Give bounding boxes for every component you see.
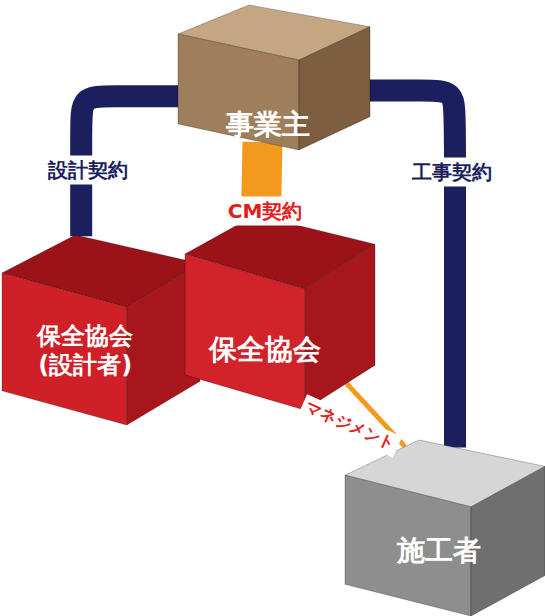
contractor-cube: 施工者 xyxy=(345,440,545,616)
owner-cube: 事業主 xyxy=(178,5,370,150)
cube-shape xyxy=(185,215,375,410)
node-label: 事業主 xyxy=(226,109,310,143)
contract-label: 工事契約 xyxy=(408,158,496,187)
cube-face xyxy=(185,254,305,410)
contract-label: 設計契約 xyxy=(44,156,132,185)
node-label: 施工者 xyxy=(397,534,481,568)
cube-shape xyxy=(345,440,545,616)
node-label: 保全協会 xyxy=(209,333,321,367)
association-cube: 保全協会 xyxy=(185,215,375,410)
cube-face xyxy=(471,466,545,616)
node-label: 保全協会 (設計者) xyxy=(26,322,144,380)
cube-face xyxy=(305,244,375,410)
contract-link xyxy=(370,91,455,448)
contract-label: CM契約 xyxy=(224,197,307,226)
designer-cube: 保全協会 (設計者) xyxy=(2,235,200,425)
